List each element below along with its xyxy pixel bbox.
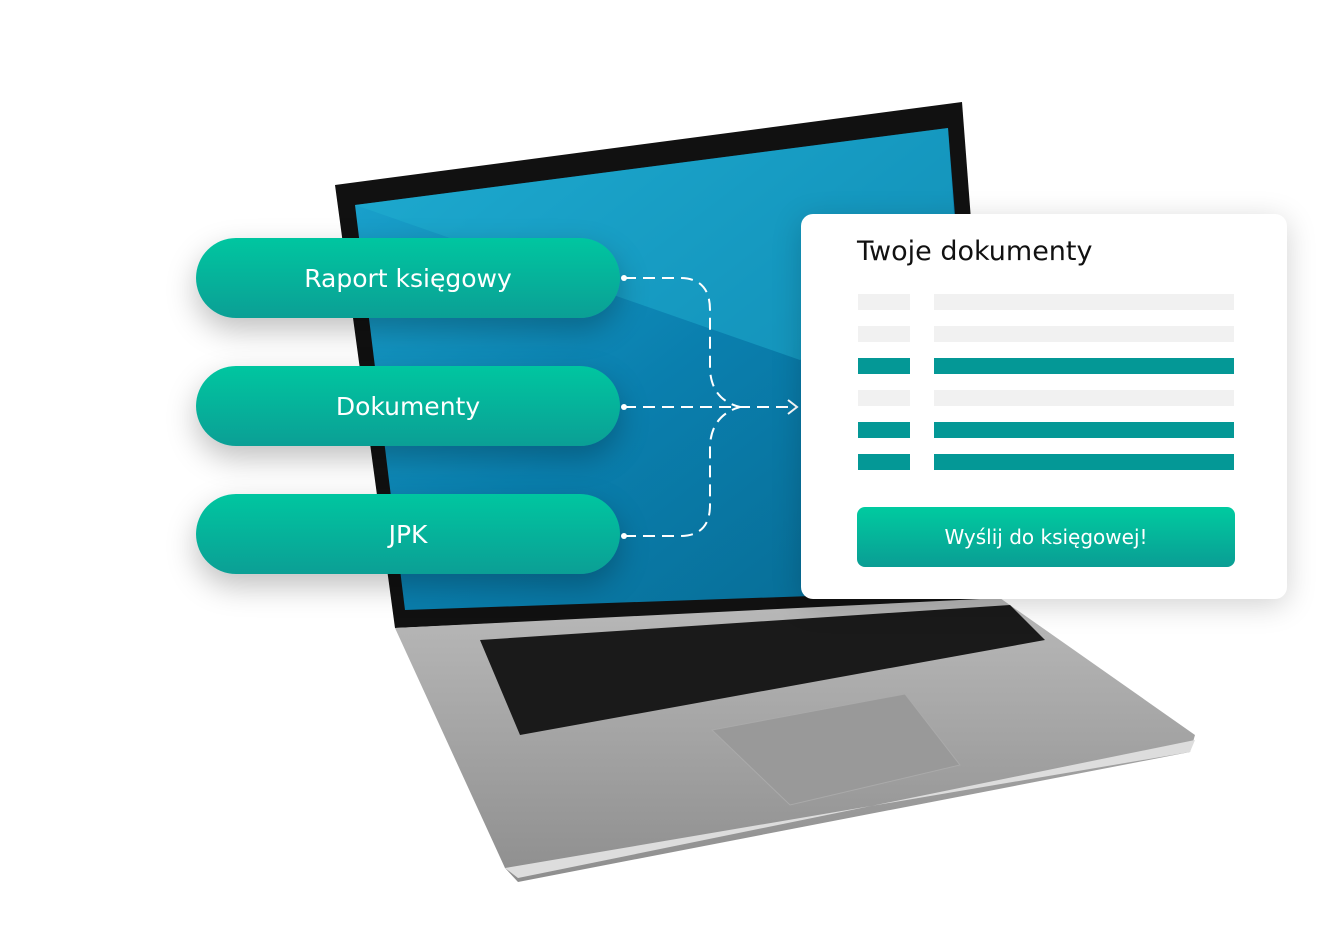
- document-row-selected: [858, 454, 1234, 470]
- document-row: [858, 390, 1234, 406]
- document-row-selected: [858, 422, 1234, 438]
- document-row: [858, 294, 1234, 310]
- send-to-accountant-button[interactable]: Wyślij do księgowej!: [857, 507, 1235, 567]
- document-row: [858, 326, 1234, 342]
- keyboard: [480, 605, 1045, 735]
- pill-raport-ksiegowy[interactable]: Raport księgowy: [196, 238, 620, 318]
- card-title: Twoje dokumenty: [857, 236, 1093, 267]
- connector-bottom: [624, 406, 741, 537]
- document-row-selected: [858, 358, 1234, 374]
- documents-card: Twoje dokumenty Wyślij do księgowej!: [801, 214, 1287, 599]
- arrow-head-icon: [787, 399, 799, 415]
- connector-top: [624, 277, 741, 408]
- pill-jpk[interactable]: JPK: [196, 494, 620, 574]
- pill-dokumenty[interactable]: Dokumenty: [196, 366, 620, 446]
- trackpad: [710, 693, 961, 806]
